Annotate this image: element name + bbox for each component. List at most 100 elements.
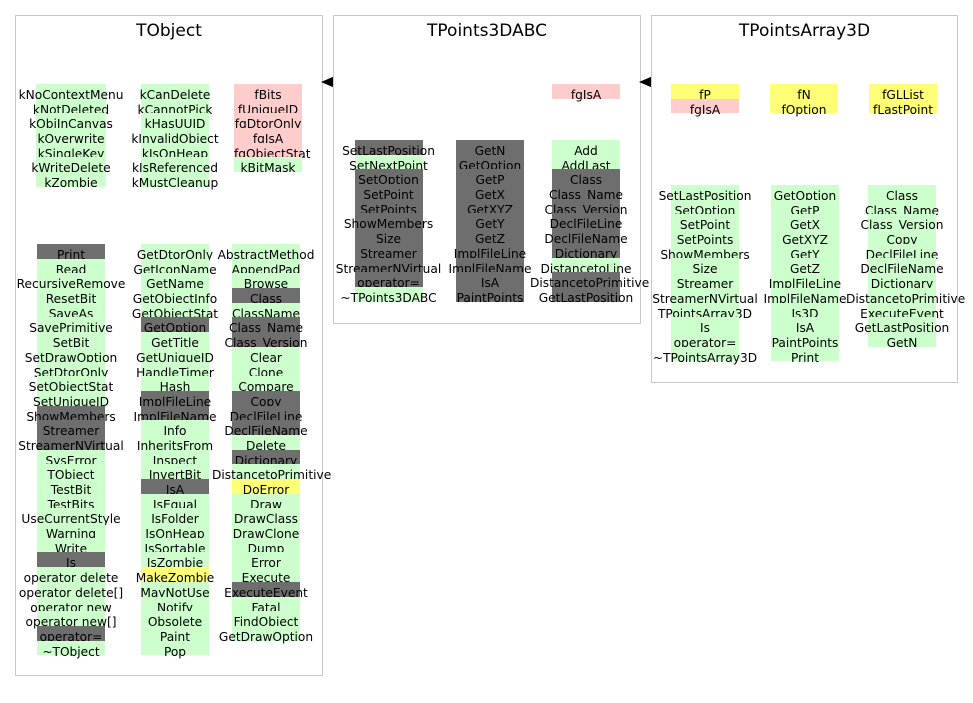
member-paintpoints: PaintPoints <box>758 331 852 350</box>
member-label: kWriteDelete <box>31 161 111 176</box>
member-background <box>141 157 209 173</box>
member-label: SaveAs <box>48 306 94 321</box>
member-background <box>354 286 423 302</box>
member-setlastposition: SetLastPosition <box>649 185 761 203</box>
member-label: IsSortable <box>144 541 206 556</box>
member-background <box>141 552 209 568</box>
member-label: Paint <box>159 629 191 644</box>
member-label: Compare <box>238 380 294 395</box>
member-background <box>456 228 524 243</box>
member-class-name: Class_Name <box>846 199 958 218</box>
member-label: GetTitle <box>151 336 199 351</box>
member-label: IsOnHeap <box>145 527 205 542</box>
member-label: fgObjectStat <box>234 146 311 161</box>
member-background <box>37 508 105 524</box>
member-background <box>671 214 739 230</box>
member-setpoint: SetPoint <box>649 214 761 232</box>
member-tpoints3dabc: ~TPoints3DABC <box>331 286 446 305</box>
member-getp: GetP <box>446 169 534 187</box>
member-background <box>141 464 209 479</box>
member-background <box>141 128 209 143</box>
member-kcandelete: kCanDelete <box>122 84 228 102</box>
member-background <box>771 346 839 362</box>
member-label: DeclFileLine <box>549 217 623 232</box>
member-background <box>141 596 209 612</box>
member-label: DoError <box>242 483 290 497</box>
member-background <box>354 198 423 214</box>
member-background <box>141 273 209 289</box>
member-label: IsA <box>480 276 500 291</box>
member-label: InheritsFrom <box>136 438 214 453</box>
member-addlast: AddLast <box>530 154 642 173</box>
member-label: operator delete <box>23 571 119 586</box>
member-label: FindObject <box>233 615 299 630</box>
member-background <box>36 142 106 158</box>
member-background <box>771 214 839 230</box>
member-label: kCanDelete <box>139 88 211 102</box>
member-background <box>671 229 739 244</box>
member-background <box>234 157 302 173</box>
member-background <box>232 479 300 494</box>
member-label: Class <box>569 173 603 188</box>
member-background <box>232 346 300 362</box>
member-label: ImplFileLine <box>138 394 212 409</box>
member-makezombie: MakeZombie <box>122 567 228 586</box>
member-label: PaintPoints <box>771 335 839 350</box>
member-background <box>141 434 209 450</box>
member-label: Size <box>375 232 402 247</box>
member-label: Clear <box>250 350 282 365</box>
member-kisreferenced: kIsReferenced <box>122 157 228 175</box>
member-background <box>141 332 209 347</box>
member-background <box>232 376 300 391</box>
member-background <box>37 361 105 377</box>
tpoints3dabc-title: TPoints3DABC <box>427 21 547 41</box>
member-label: kIsOnHeap <box>141 146 209 161</box>
member-class: Class <box>530 169 642 188</box>
member-label: ~TPoints3DABC <box>340 290 437 305</box>
member-background <box>141 640 209 656</box>
member-label: ImplFileName <box>133 409 217 424</box>
member-label: Class <box>249 292 283 307</box>
member-label: AppendPad <box>231 262 301 277</box>
member-dictionary: Dictionary <box>530 242 642 261</box>
member-findobject: FindObject <box>212 611 320 630</box>
member-dump: Dump <box>212 537 320 556</box>
member-label: Execute <box>241 571 291 586</box>
member-background <box>671 199 739 215</box>
member-paintpoints: PaintPoints <box>446 286 534 305</box>
member-background <box>771 243 839 259</box>
member-label: Write <box>54 541 88 556</box>
member-declfileline: DeclFileLine <box>212 405 320 424</box>
member-background <box>456 198 524 214</box>
member-label: GetN <box>886 335 918 350</box>
member-label: Error <box>251 556 281 571</box>
member-label: SetOption <box>674 203 736 218</box>
member-background <box>771 199 839 215</box>
member-issortable: IsSortable <box>122 537 228 556</box>
member-label: operator delete[] <box>18 585 124 600</box>
member-background <box>868 214 936 230</box>
member-getuniqueid: GetUniqueID <box>122 346 228 365</box>
member-label: GetXYZ <box>782 233 828 248</box>
member-background <box>232 273 300 289</box>
member-tobject: ~TObject <box>15 640 127 659</box>
member-background <box>141 302 209 318</box>
member-background <box>671 287 739 303</box>
member-label: Size <box>692 262 718 277</box>
member-label: kObjInCanvas <box>29 117 113 132</box>
member-background <box>141 288 209 303</box>
member-implfilename: ImplFileName <box>446 257 534 276</box>
member-label: GetOption <box>143 321 207 336</box>
member-label: ImplFileName <box>763 291 847 306</box>
member-background <box>771 331 839 347</box>
member-pop: Pop <box>122 640 228 659</box>
member-background <box>141 581 209 597</box>
member-background <box>37 332 105 347</box>
member-background <box>671 185 739 200</box>
member-background <box>141 376 209 391</box>
member-label: MakeZombie <box>135 571 215 586</box>
member-koverwrite: kOverwrite <box>15 128 127 146</box>
member-background <box>868 199 936 215</box>
member-kmustcleanup: kMustCleanup <box>122 172 228 190</box>
member-background <box>37 376 105 391</box>
